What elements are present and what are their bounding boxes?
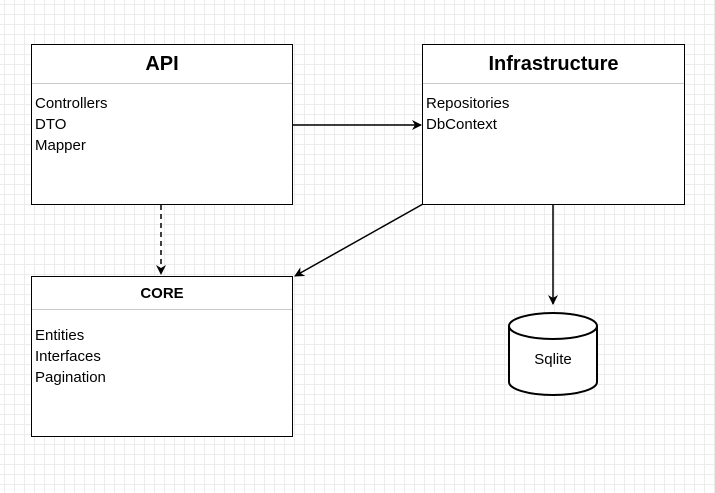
infrastructure-items: Repositories DbContext (423, 84, 684, 135)
core-item: Pagination (35, 369, 106, 386)
infrastructure-item: Repositories (426, 95, 510, 112)
api-box[interactable]: API Controllers DTO Mapper (31, 44, 293, 205)
core-items: Entities Interfaces Pagination (32, 310, 292, 388)
infrastructure-item: DbContext (426, 116, 497, 133)
infrastructure-box[interactable]: Infrastructure Repositories DbContext (422, 44, 685, 205)
core-box[interactable]: CORE Entities Interfaces Pagination (31, 276, 293, 437)
api-item: DTO (35, 116, 67, 133)
infrastructure-title: Infrastructure (423, 45, 684, 84)
api-item: Controllers (35, 95, 108, 112)
core-item: Entities (35, 327, 85, 344)
api-title: API (32, 45, 292, 84)
api-item: Mapper (35, 137, 86, 154)
core-title: CORE (32, 277, 292, 310)
core-item: Interfaces (35, 348, 101, 365)
connector-infrastructure-to-core[interactable] (294, 203, 424, 277)
api-items: Controllers DTO Mapper (32, 84, 292, 156)
